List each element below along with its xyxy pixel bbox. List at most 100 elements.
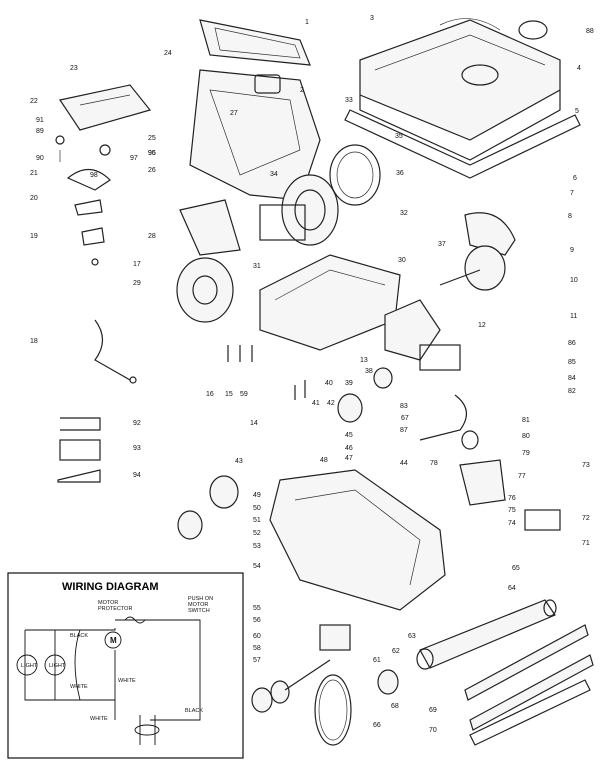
callout-number: 76: [508, 495, 516, 502]
callout-number: 94: [133, 472, 141, 479]
callout-number: 5: [575, 108, 579, 115]
callout-number: 92: [133, 420, 141, 427]
pulley-wheel-part: [177, 367, 393, 540]
black-wire-label-top: BLACK: [70, 633, 88, 639]
callout-number: 13: [360, 357, 368, 364]
light-bulb-right: [44, 654, 66, 676]
light-label-right: LIGHT: [49, 663, 66, 669]
callout-number: 44: [400, 460, 408, 467]
callout-number: 81: [522, 417, 530, 424]
light-bulb-left: [16, 654, 38, 676]
wheel-hub-left: [176, 257, 234, 323]
callout-number: 71: [582, 540, 590, 547]
hood-cover-part: [359, 18, 561, 161]
callout-number: 68: [391, 703, 399, 710]
callout-number: 19: [30, 233, 38, 240]
callout-number: 75: [508, 507, 516, 514]
callout-number: 26: [148, 167, 156, 174]
callout-number: 98: [90, 172, 98, 179]
callout-number: 49: [253, 492, 261, 499]
callout-number: 24: [164, 50, 172, 57]
callout-number: 89: [36, 128, 44, 135]
callout-number: 62: [392, 648, 400, 655]
callout-number: 27: [230, 110, 238, 117]
callout-number: 67: [401, 415, 409, 422]
callout-number: 35: [395, 133, 403, 140]
top-handle-frame: [199, 19, 311, 66]
callout-number: 14: [250, 420, 258, 427]
callout-number: 29: [133, 280, 141, 287]
callout-number: 30: [398, 257, 406, 264]
callout-number: 33: [345, 97, 353, 104]
motor-assembly: [259, 174, 339, 246]
callout-number: 73: [582, 462, 590, 469]
brush-roll-part: [416, 599, 557, 670]
bumper-guard-part: [469, 679, 591, 746]
callout-number: 8: [568, 213, 572, 220]
callout-number: 97: [130, 155, 138, 162]
callout-number: 96: [148, 150, 156, 157]
hose-part: [419, 394, 479, 450]
fan-housing: [179, 199, 241, 256]
callout-number: 50: [253, 505, 261, 512]
callout-number: 87: [400, 427, 408, 434]
callout-number: 23: [70, 65, 78, 72]
callout-number: 51: [253, 517, 261, 524]
callout-number: 93: [133, 445, 141, 452]
callout-number: 28: [148, 233, 156, 240]
callout-number: 9: [570, 247, 574, 254]
label-cards: [57, 417, 101, 483]
callout-number: 54: [253, 563, 261, 570]
light-label-left: LIGHT: [21, 663, 38, 669]
cord-hook-part: [66, 168, 111, 246]
axle-part: [284, 624, 351, 691]
callout-number: 31: [253, 263, 261, 270]
callout-number: 45: [345, 432, 353, 439]
callout-number: 36: [396, 170, 404, 177]
callout-number: 47: [345, 455, 353, 462]
callout-number: 21: [30, 170, 38, 177]
motor-symbol: [104, 631, 122, 649]
callout-number: 43: [235, 458, 243, 465]
callout-number: 15: [225, 391, 233, 398]
callout-number: 32: [400, 210, 408, 217]
callout-number: 57: [253, 657, 261, 664]
axle-wheel-part: [439, 245, 506, 291]
callout-number: 34: [270, 171, 278, 178]
screw-set-mid: [227, 345, 306, 400]
callout-number: 37: [438, 241, 446, 248]
white-wire-label-right: WHITE: [118, 678, 136, 684]
black-wire-label-right: BLACK: [185, 708, 203, 714]
callout-number: 56: [253, 617, 261, 624]
callout-number: 72: [582, 515, 590, 522]
callout-number: 22: [30, 98, 38, 105]
callout-number: 16: [206, 391, 214, 398]
callout-number: 80: [522, 433, 530, 440]
callout-number: 66: [373, 722, 381, 729]
callout-number: 58: [253, 645, 261, 652]
handle-bracket-part: [59, 84, 152, 131]
callout-number: 53: [253, 543, 261, 550]
small-screws: [55, 135, 111, 266]
filter-ring: [329, 144, 381, 206]
bristle-strip-part: [464, 624, 594, 731]
callout-number: 90: [36, 155, 44, 162]
callout-number: 38: [365, 368, 373, 375]
callout-number: 82: [568, 388, 576, 395]
callout-number: 17: [133, 261, 141, 268]
callout-number: 77: [518, 473, 526, 480]
callout-number: 11: [570, 313, 577, 320]
callout-number: 64: [508, 585, 516, 592]
callout-number: 61: [373, 657, 381, 664]
callout-number: 74: [508, 520, 516, 527]
callout-number: 84: [568, 375, 576, 382]
callout-number: 55: [253, 605, 261, 612]
callout-number: 25: [148, 135, 156, 142]
nozzle-base-part: [269, 469, 446, 611]
bumper-strip-part: [344, 109, 581, 179]
callout-number: 40: [325, 380, 333, 387]
rear-wheel-housing: [384, 299, 461, 371]
